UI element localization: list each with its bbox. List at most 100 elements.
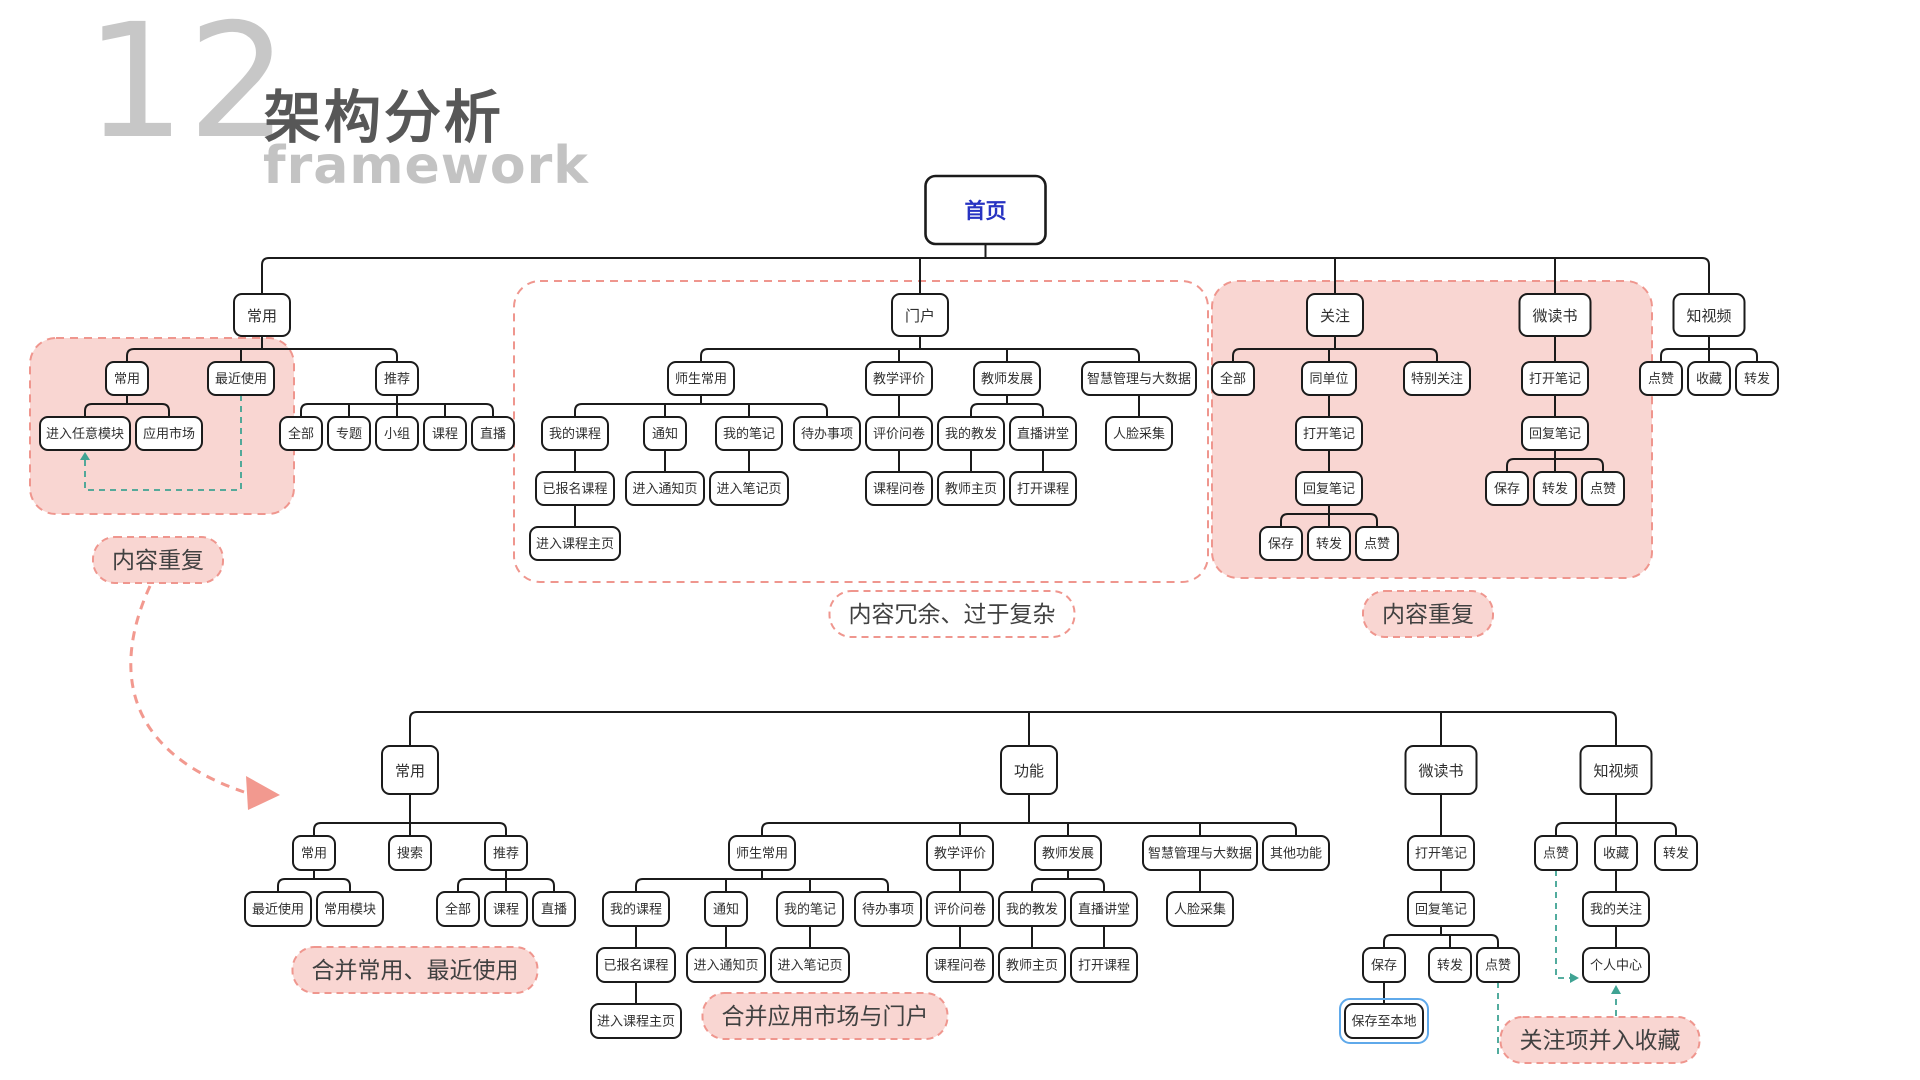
revision-arrow-head xyxy=(246,776,280,810)
node-f-sameorg: 同单位 xyxy=(1301,361,1357,396)
node-label: 转发 xyxy=(1663,846,1689,862)
node-home: 首页 xyxy=(924,174,1047,246)
node-label: 应用市场 xyxy=(143,426,195,442)
node-label: 课程问卷 xyxy=(934,958,986,974)
node-bf-other: 其他功能 xyxy=(1262,835,1330,871)
node-bf-smart: 智慧管理与大数据 xyxy=(1142,835,1258,871)
node-label: 保存 xyxy=(1494,482,1520,497)
node-label: 教师发展 xyxy=(981,371,1033,387)
tree-nodes: 首页常用常用进入任意模块应用市场最近使用推荐全部专题小组课程直播门户师生常用我的… xyxy=(39,174,1779,1044)
node-f-opennote: 打开笔记 xyxy=(1295,416,1363,451)
node-label: 搜索 xyxy=(397,847,423,862)
node-label: 进入笔记页 xyxy=(716,481,781,497)
node-cy-app-market: 应用市场 xyxy=(135,416,203,451)
annotation-dup-left: 内容重复 xyxy=(92,536,224,584)
node-label: 点赞 xyxy=(1590,482,1616,497)
node-label: 我的教发 xyxy=(1006,902,1058,918)
node-label: 个人中心 xyxy=(1590,959,1642,974)
node-label: 全部 xyxy=(288,426,314,442)
node-bw-opennote: 打开笔记 xyxy=(1407,835,1475,871)
annotation-text: 内容冗余、过于复杂 xyxy=(849,602,1056,628)
node-label: 回复笔记 xyxy=(1529,426,1581,442)
tree-connectors xyxy=(84,244,1758,1004)
node-label: 我的教发 xyxy=(945,426,997,442)
node-label: 人脸采集 xyxy=(1174,902,1226,918)
node-label: 点赞 xyxy=(1543,847,1569,862)
annotation-redundant: 内容冗余、过于复杂 xyxy=(828,590,1076,638)
node-p-face: 人脸采集 xyxy=(1105,416,1173,451)
node-b-recent: 最近使用 xyxy=(244,891,312,927)
node-label: 师生常用 xyxy=(736,847,788,862)
node-label: 教师发展 xyxy=(1042,846,1094,862)
node-label: 打开笔记 xyxy=(1529,371,1581,387)
node-bf-myjiaofa: 我的教发 xyxy=(998,891,1066,927)
node-label: 课程问卷 xyxy=(873,481,925,497)
node-bf-opencourse: 打开课程 xyxy=(1070,947,1138,983)
node-label: 常用 xyxy=(395,762,425,780)
node-bf-face: 人脸采集 xyxy=(1166,891,1234,927)
node-p-enrolled: 已报名课程 xyxy=(535,471,615,506)
node-follow: 关注 xyxy=(1306,293,1364,337)
node-label: 点赞 xyxy=(1648,372,1674,387)
node-label: 微读书 xyxy=(1418,762,1463,780)
node-w-forward: 转发 xyxy=(1533,471,1577,506)
node-b-cymod: 常用模块 xyxy=(316,891,384,927)
annotation-text: 合并常用、最近使用 xyxy=(312,958,519,984)
node-p-courseq: 课程问卷 xyxy=(865,471,933,506)
node-p-evalq: 评价问卷 xyxy=(865,416,933,451)
node-p-mynotes: 我的笔记 xyxy=(715,416,783,451)
node-bf-teacherhome: 教师主页 xyxy=(998,947,1066,983)
node-bz-myfollow: 我的关注 xyxy=(1582,891,1650,927)
node-label: 收藏 xyxy=(1603,847,1629,862)
node-cy-enter-any: 进入任意模块 xyxy=(39,416,131,451)
node-label: 进入课程主页 xyxy=(536,537,614,552)
node-label: 其他功能 xyxy=(1270,847,1322,862)
node-cy-rec: 推荐 xyxy=(375,361,419,396)
node-label: 已报名课程 xyxy=(542,481,607,497)
node-f-forward: 转发 xyxy=(1307,526,1351,561)
node-label: 保存 xyxy=(1371,959,1397,974)
annotation-merge-common: 合并常用、最近使用 xyxy=(291,946,539,994)
node-b-func: 功能 xyxy=(1000,745,1058,795)
node-z-forward: 转发 xyxy=(1735,361,1779,396)
node-bz-like: 点赞 xyxy=(1534,835,1578,871)
annotation-labels: 内容重复内容冗余、过于复杂内容重复合并常用、最近使用合并应用市场与门户关注项并入… xyxy=(92,536,1701,1064)
node-bf-eval: 教学评价 xyxy=(926,835,994,871)
node-label: 我的笔记 xyxy=(723,426,775,442)
node-label: 知视频 xyxy=(1686,307,1731,325)
node-label: 智慧管理与大数据 xyxy=(1148,846,1252,862)
node-bf-mynotes: 我的笔记 xyxy=(776,891,844,927)
node-label: 微读书 xyxy=(1532,307,1577,325)
node-label: 最近使用 xyxy=(252,902,304,918)
node-rec-group: 小组 xyxy=(375,416,419,451)
node-b-cy: 常用 xyxy=(381,745,439,795)
node-label: 教学评价 xyxy=(873,371,925,387)
node-label: 进入通知页 xyxy=(693,958,758,974)
node-label: 我的关注 xyxy=(1590,902,1642,918)
node-label: 师生常用 xyxy=(675,372,727,387)
node-bf-mycourse: 我的课程 xyxy=(602,891,670,927)
node-w-like: 点赞 xyxy=(1581,471,1625,506)
node-label: 直播 xyxy=(480,427,506,442)
node-label: 直播 xyxy=(541,903,567,918)
node-label: 常用模块 xyxy=(324,903,376,918)
node-p-coursehome: 进入课程主页 xyxy=(529,526,621,561)
node-label: 最近使用 xyxy=(215,371,267,387)
node-rec-course: 课程 xyxy=(423,416,467,451)
node-p-ssc: 师生常用 xyxy=(667,361,735,396)
node-p-teacherhome: 教师主页 xyxy=(937,471,1005,506)
node-bf-tdev: 教师发展 xyxy=(1034,835,1102,871)
node-label: 打开课程 xyxy=(1078,959,1130,974)
node-label: 打开课程 xyxy=(1017,482,1069,497)
node-label: 评价问卷 xyxy=(873,426,925,442)
node-cy-cy: 常用 xyxy=(105,361,149,396)
annotation-text: 关注项并入收藏 xyxy=(1520,1028,1681,1054)
node-label: 直播讲堂 xyxy=(1017,427,1069,442)
node-bf-courseq: 课程问卷 xyxy=(926,947,994,983)
node-bf-enrolled: 已报名课程 xyxy=(596,947,676,983)
node-bf-todo: 待办事项 xyxy=(854,891,922,927)
node-p-notice: 通知 xyxy=(643,416,687,451)
node-label: 评价问卷 xyxy=(934,902,986,918)
